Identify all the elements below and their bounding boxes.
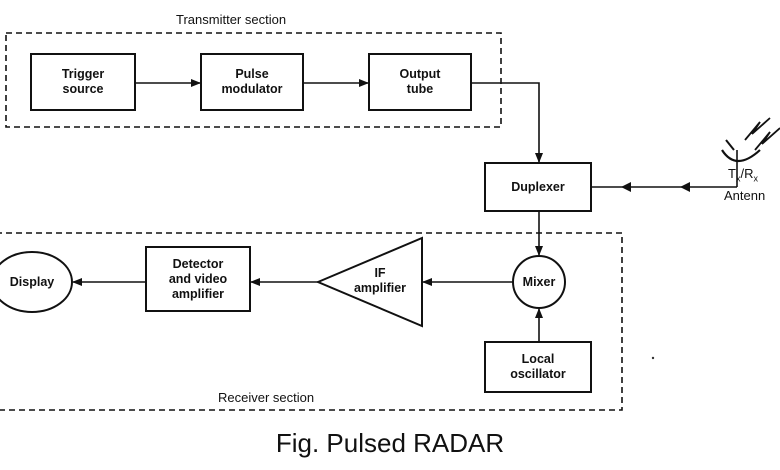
if-amplifier-label: IF amplifier bbox=[338, 256, 422, 306]
local-oscillator-label: Local oscillator bbox=[485, 342, 591, 392]
antenna-txrx-label: Tx/Rx bbox=[728, 166, 758, 184]
mixer-label: Mixer bbox=[513, 256, 565, 308]
detector-line3: amplifier bbox=[171, 286, 225, 301]
detector-line2: and video bbox=[168, 271, 228, 286]
transmitter-section-box bbox=[5, 32, 502, 128]
antenna-tx: T bbox=[728, 166, 736, 181]
if-line2: amplifier bbox=[353, 281, 407, 295]
mixer-text: Mixer bbox=[522, 274, 556, 289]
stray-dot bbox=[651, 356, 655, 360]
receiver-section-title: Receiver section bbox=[218, 390, 315, 405]
antenna-tx-sub: x bbox=[735, 173, 741, 184]
local-oscillator-block bbox=[484, 341, 592, 393]
detector-label: Detector and video amplifier bbox=[146, 247, 250, 311]
duplexer-text: Duplexer bbox=[511, 179, 565, 194]
receiver-section-box bbox=[0, 232, 623, 411]
output-tube-block bbox=[368, 53, 472, 111]
antenna-name-label: Antenn bbox=[724, 188, 766, 203]
antenna-rx-sub: x bbox=[753, 173, 758, 184]
if-line1: IF bbox=[374, 266, 386, 280]
antenna-icon bbox=[721, 117, 780, 163]
display-text: Display bbox=[9, 274, 55, 289]
arrow-output-to-duplexer bbox=[471, 82, 543, 163]
transmitter-section-title: Transmitter section bbox=[176, 12, 287, 27]
trigger-source-label: Trigger source bbox=[31, 54, 135, 110]
duplexer-block bbox=[484, 162, 592, 212]
figure-caption: Fig. Pulsed RADAR bbox=[275, 428, 505, 458]
local-oscillator-line1: Local bbox=[521, 352, 555, 366]
pulse-modulator-line2: modulator bbox=[221, 82, 283, 96]
trigger-source-line1: Trigger bbox=[61, 67, 105, 81]
antenna-rx: /R bbox=[740, 166, 754, 181]
duplexer-label: Duplexer bbox=[485, 163, 591, 211]
pulse-modulator-line1: Pulse bbox=[235, 67, 269, 81]
local-oscillator-line2: oscillator bbox=[510, 367, 566, 381]
arrow-antenna-incoming bbox=[680, 182, 690, 192]
output-tube-line1: Output bbox=[399, 67, 441, 81]
output-tube-label: Output tube bbox=[369, 54, 471, 110]
arrow-antenna-to-duplexer bbox=[621, 182, 631, 192]
pulse-modulator-block bbox=[200, 53, 304, 111]
trigger-source-block bbox=[30, 53, 136, 111]
trigger-source-line2: source bbox=[62, 82, 104, 96]
display-label: Display bbox=[0, 252, 72, 312]
pulse-modulator-label: Pulse modulator bbox=[201, 54, 303, 110]
output-tube-line2: tube bbox=[406, 82, 434, 96]
detector-line1: Detector bbox=[172, 256, 224, 271]
